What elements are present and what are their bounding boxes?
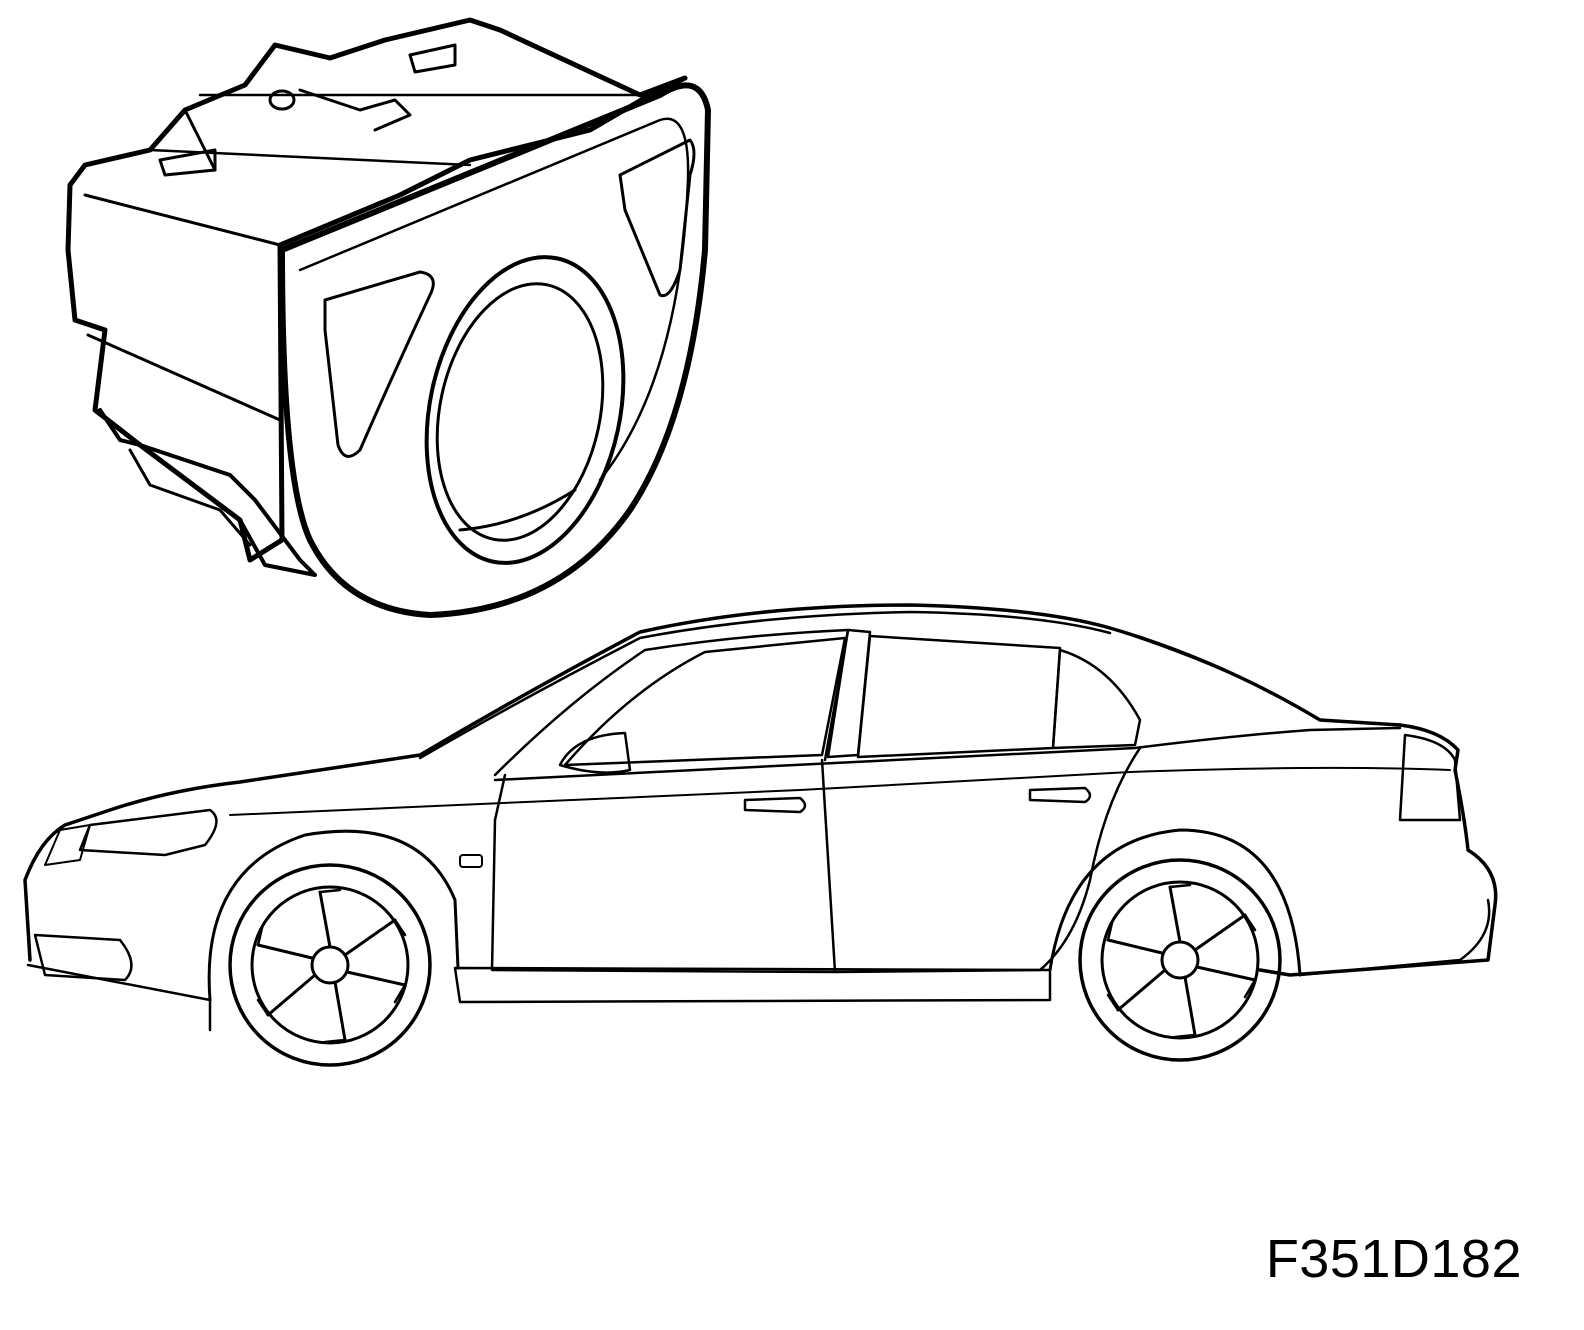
tail-light (1398, 733, 1462, 822)
switch-housing (65, 17, 688, 563)
clip-tab (298, 88, 412, 132)
side-mirror (558, 731, 632, 774)
rear-door (833, 746, 1142, 974)
mounting-hole (268, 89, 296, 111)
front-wheel (228, 863, 432, 1067)
housing-bottom-clip (98, 408, 317, 577)
car-body-outline (23, 603, 1498, 977)
light-switch-module (65, 17, 711, 618)
figure-code: F351D182 (1265, 1229, 1522, 1289)
front-window (563, 636, 847, 767)
rear-glass (1108, 626, 1322, 722)
left-button-recess (323, 270, 435, 458)
front-door (490, 758, 837, 974)
headlight (78, 808, 218, 857)
rotary-knob-outer (424, 255, 626, 565)
side-marker-light (459, 854, 483, 868)
top-tab (408, 43, 457, 74)
rear-door-handle (1028, 786, 1092, 804)
rear-bumper (1298, 898, 1491, 977)
belt-line (493, 726, 1402, 782)
rotary-knob-inner (435, 282, 605, 542)
car-side-view (23, 603, 1498, 1067)
housing-top-edge (83, 193, 282, 247)
rear-window (856, 634, 1062, 759)
right-button-recess (618, 138, 696, 298)
front-wheel-arch (207, 829, 460, 1002)
front-grille (44, 824, 91, 866)
rear-wheel (1078, 858, 1282, 1062)
c-pillar-window (1051, 648, 1142, 750)
rear-wheel-arch (1048, 828, 1302, 977)
housing-side-edge (86, 333, 282, 422)
side-tab (158, 148, 217, 177)
switch-faceplate (279, 82, 711, 618)
knob-highlight (458, 488, 577, 532)
fog-light (33, 933, 133, 982)
car-roofline (418, 610, 1112, 760)
front-door-handle (743, 796, 807, 814)
shoulder-line (229, 766, 1451, 816)
side-sill (453, 966, 1052, 1004)
windshield (493, 628, 850, 777)
